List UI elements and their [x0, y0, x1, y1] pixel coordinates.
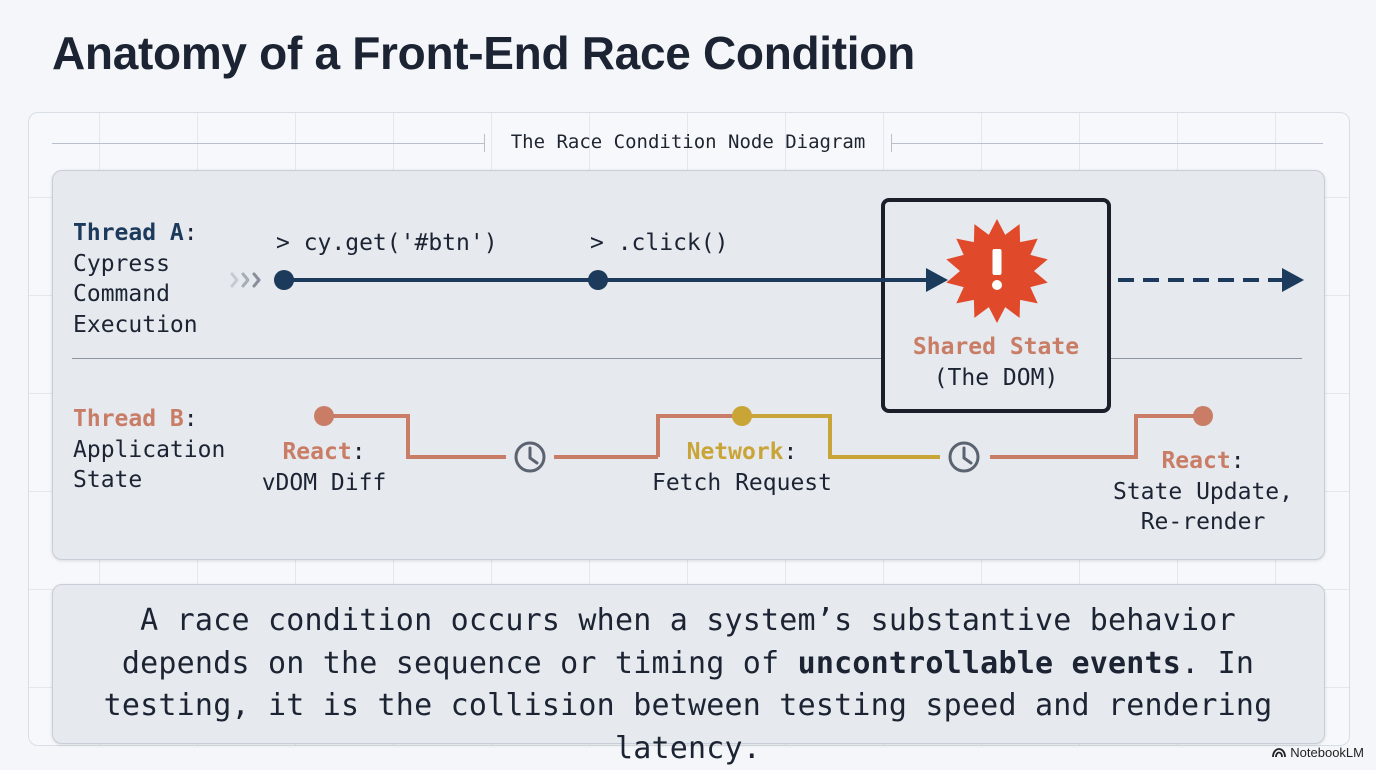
summary-bold: uncontrollable events — [797, 645, 1182, 681]
thread-divider — [72, 358, 1302, 359]
chevrons-icon — [230, 272, 261, 288]
thread-a-desc-2: Command — [73, 281, 170, 307]
subtitle-rule-right — [891, 143, 1323, 144]
thread-a-arrowhead — [926, 268, 948, 292]
thread-a-node-1 — [274, 270, 294, 290]
thread-b-react-line-4 — [990, 414, 1203, 459]
thread-b-react-line-3 — [656, 414, 742, 457]
thread-b-react-line-1 — [324, 414, 506, 459]
event-kind: React — [1161, 448, 1231, 474]
event-desc: vDOM Diff — [261, 469, 387, 496]
thread-b-desc-1: Application — [73, 436, 226, 463]
diagram-title: The Race Condition Node Diagram — [510, 131, 866, 153]
event-network-fetch: Network: Fetch Request — [622, 437, 862, 498]
event-react-update: React: State Update, Re-render — [1092, 446, 1314, 538]
thread-b-node-1 — [314, 406, 334, 426]
thread-b-desc-2: State — [73, 467, 143, 493]
thread-b-label: Thread B: Application State — [73, 404, 225, 496]
thread-a-node-2 — [588, 270, 608, 290]
command-get: > cy.get('#btn') — [276, 230, 498, 256]
summary-panel — [52, 584, 1325, 744]
shared-state-sub: (The DOM) — [933, 365, 1059, 391]
thread-a-label: Thread A: Cypress Command Execution — [73, 218, 198, 340]
clock-icon — [514, 441, 546, 473]
thread-a-name: Thread A — [73, 220, 184, 246]
warning-burst-icon — [946, 219, 1048, 323]
thread-a-desc-3: Execution — [73, 311, 198, 338]
thread-b-node-3 — [1193, 406, 1213, 426]
shared-state-text: Shared State (The DOM) — [881, 332, 1111, 394]
summary-text: A race condition occurs when a system’s … — [103, 603, 1273, 766]
thread-b-name: Thread B — [73, 406, 184, 432]
event-react-vdom: React: vDOM Diff — [224, 437, 424, 498]
thread-b-network-line — [742, 414, 940, 459]
notebook-logo-icon — [1272, 747, 1287, 757]
watermark: NotebookLM — [1272, 745, 1364, 760]
event-kind: Network — [686, 439, 784, 465]
diagram-panel — [52, 170, 1325, 560]
shared-state-label: Shared State — [912, 334, 1080, 360]
thread-b-node-2 — [732, 406, 752, 426]
event-desc: Fetch Request — [651, 469, 832, 496]
page-title: Anatomy of a Front-End Race Condition — [52, 27, 915, 79]
event-desc: Re-render — [1140, 509, 1266, 535]
event-kind: React — [282, 439, 352, 465]
thread-a-sep: : — [183, 220, 198, 246]
event-desc: State Update, — [1112, 478, 1293, 505]
subtitle-rule-left — [52, 143, 484, 144]
thread-a-desc-1: Cypress — [73, 250, 170, 277]
thread-a-dashed-arrowhead — [1282, 268, 1304, 292]
thread-b-sep: : — [183, 406, 198, 432]
clock-icon — [948, 441, 980, 473]
subtitle-tick-left — [484, 134, 485, 152]
command-click: > .click() — [590, 230, 729, 256]
